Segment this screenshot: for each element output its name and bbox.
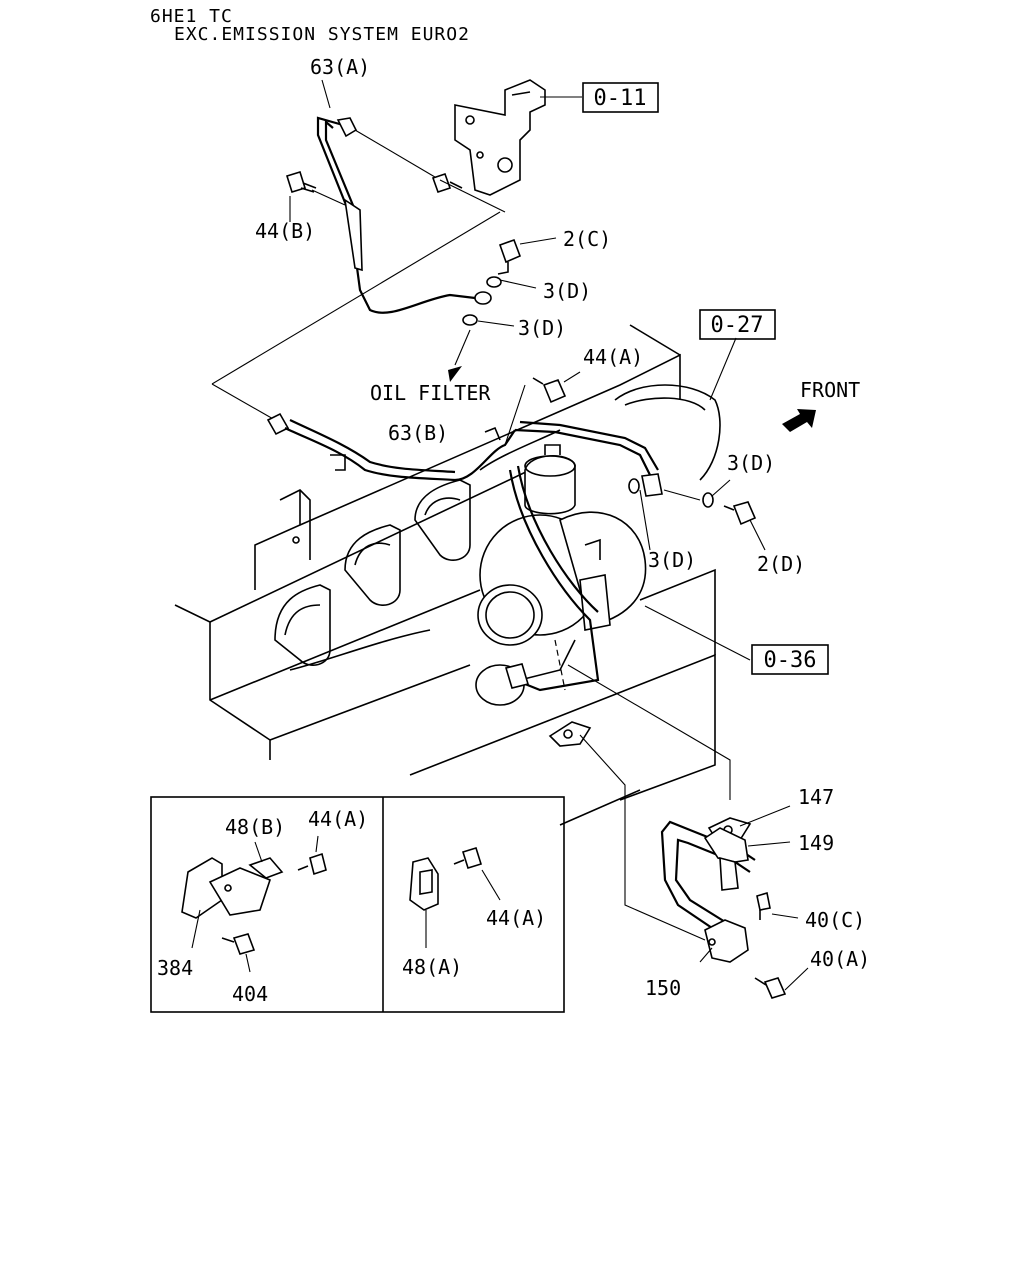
label-150: 150 — [645, 976, 681, 1000]
label-147: 147 — [798, 785, 834, 809]
leader-lower-pipe — [579, 734, 706, 941]
leader-63b-oil-filter — [504, 384, 526, 446]
label-48a: 48(A) — [402, 955, 462, 979]
bolt-40a — [754, 977, 787, 999]
bolt-bracket — [431, 172, 463, 194]
label-leaders — [191, 79, 809, 991]
label-44b: 44(B) — [255, 219, 315, 243]
banjo-bolt-2d — [723, 501, 757, 526]
bolt-40c — [756, 891, 771, 920]
pipe-149-150 — [660, 820, 756, 963]
inset-right-parts — [409, 847, 483, 911]
oil-filter-arrow-icon — [448, 366, 462, 382]
ref-box-0-36[interactable]: 0-36 — [751, 644, 829, 675]
leader-oil-filter — [454, 329, 471, 366]
label-2c: 2(C) — [563, 227, 611, 251]
label-384: 384 — [157, 956, 193, 980]
leader-diamond-2 — [211, 383, 276, 421]
washer-3d-1 — [486, 276, 502, 288]
engine-block — [174, 324, 721, 826]
ref-0-36-label: 0-36 — [764, 648, 817, 673]
label-40c: 40(C) — [805, 908, 865, 932]
banjo-bolt-2c — [497, 238, 522, 275]
oil-filter-label: OIL FILTER — [370, 381, 491, 405]
bolt-44a-top — [532, 377, 567, 404]
leader-diamond-1 — [211, 211, 501, 385]
leader-44b — [311, 189, 346, 206]
pipe-63a — [316, 116, 492, 314]
pipe-63b — [266, 412, 663, 692]
inset-left-parts — [181, 852, 327, 955]
ref-box-0-11[interactable]: 0-11 — [582, 82, 659, 113]
header-variant: EXC.EMISSION SYSTEM EURO2 — [174, 24, 470, 45]
label-3d-4: 3(D) — [648, 548, 696, 572]
header-model: 6HE1 TC — [150, 6, 233, 27]
label-149: 149 — [798, 831, 834, 855]
dashed-oil-line — [554, 639, 566, 691]
label-2d: 2(D) — [757, 552, 805, 576]
leader-diamond-3 — [439, 179, 506, 213]
bolt-44b — [285, 171, 317, 193]
label-3d-3: 3(D) — [727, 451, 775, 475]
gasket-147 — [548, 721, 752, 843]
ref-0-27-label: 0-27 — [711, 313, 764, 338]
washer-3d-4 — [702, 492, 714, 508]
label-3d-2: 3(D) — [518, 316, 566, 340]
label-44a-inset1: 44(A) — [308, 807, 368, 831]
ref-0-11-label: 0-11 — [594, 86, 647, 111]
washer-3d-2 — [462, 314, 478, 326]
leader-washer — [663, 489, 701, 501]
bracket-0-11 — [454, 79, 546, 196]
label-48b: 48(B) — [225, 815, 285, 839]
label-40a: 40(A) — [810, 947, 870, 971]
front-label: FRONT — [800, 378, 860, 402]
label-44a-inset2: 44(A) — [486, 906, 546, 930]
label-63b: 63(B) — [388, 421, 448, 445]
washer-3d-3 — [628, 478, 640, 494]
leader-147 — [567, 664, 731, 800]
leader-63a-bracket — [354, 129, 441, 181]
label-44a-top: 44(A) — [583, 345, 643, 369]
inset-box — [150, 796, 565, 1013]
label-404: 404 — [232, 982, 268, 1006]
label-63a: 63(A) — [310, 55, 370, 79]
ref-box-0-27[interactable]: 0-27 — [699, 309, 776, 340]
front-arrow-icon — [782, 409, 816, 432]
label-3d-1: 3(D) — [543, 279, 591, 303]
